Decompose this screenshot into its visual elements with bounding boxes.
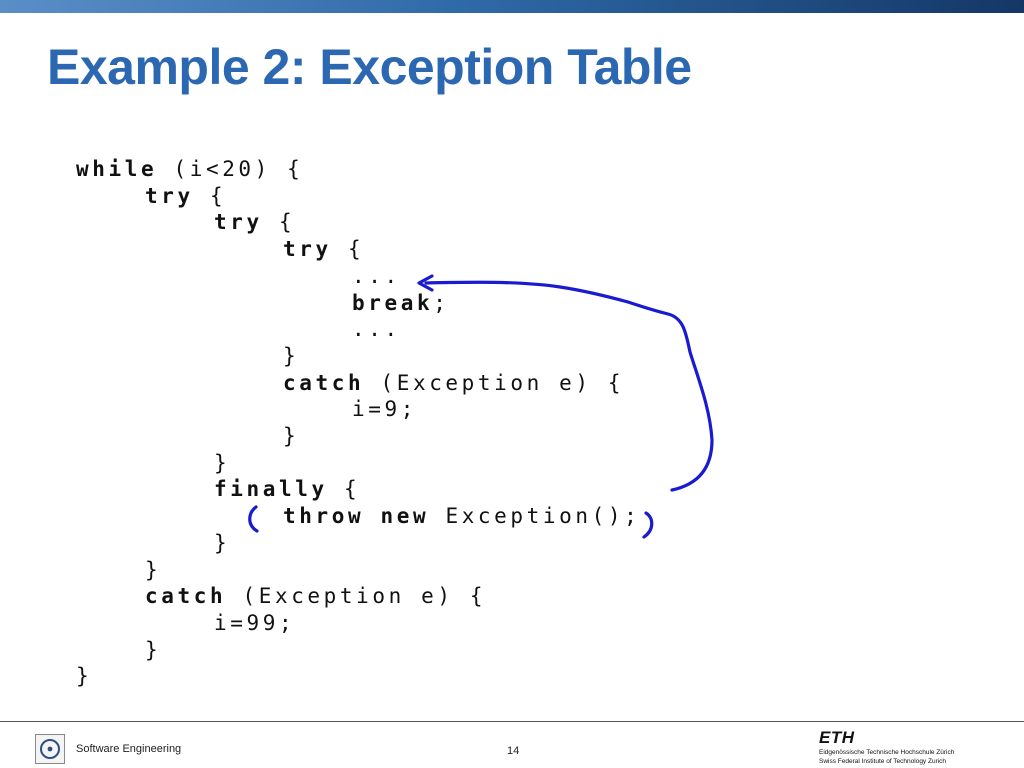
code-text: { bbox=[193, 183, 227, 208]
code-line: try { bbox=[283, 236, 364, 262]
code-keyword: throw new bbox=[283, 504, 430, 529]
code-line: break; bbox=[352, 290, 449, 316]
code-text: { bbox=[331, 237, 365, 262]
code-line: } bbox=[145, 637, 161, 663]
code-keyword: break bbox=[352, 290, 434, 315]
code-line: while (i<20) { bbox=[76, 156, 303, 182]
institution-name-en: Swiss Federal Institute of Technology Zu… bbox=[819, 758, 947, 765]
code-text: i=99; bbox=[214, 610, 296, 635]
slide-title: Example 2: Exception Table bbox=[47, 39, 692, 95]
code-line: finally { bbox=[214, 476, 360, 502]
footer-divider bbox=[0, 721, 1024, 722]
code-line: try { bbox=[214, 209, 295, 235]
code-text: ; bbox=[433, 290, 450, 315]
code-line: } bbox=[214, 530, 230, 556]
code-text: { bbox=[262, 210, 296, 235]
right-paren-mark-icon bbox=[642, 511, 654, 539]
course-logo-icon bbox=[35, 734, 65, 764]
code-line: } bbox=[214, 450, 230, 476]
code-line: } bbox=[145, 557, 161, 583]
code-line: ... bbox=[352, 316, 401, 342]
code-text: ... bbox=[352, 317, 401, 342]
footer-course-name: Software Engineering bbox=[76, 743, 182, 755]
code-text: ... bbox=[352, 263, 401, 288]
code-keyword: catch bbox=[283, 370, 365, 395]
code-line: catch (Exception e) { bbox=[145, 583, 486, 609]
code-line: i=99; bbox=[214, 610, 295, 636]
code-line: throw new Exception(); bbox=[283, 503, 640, 529]
code-keyword: try bbox=[145, 183, 194, 208]
code-line: ... bbox=[352, 263, 401, 289]
code-text: i=9; bbox=[352, 397, 417, 422]
page-number: 14 bbox=[507, 745, 520, 757]
code-keyword: while bbox=[76, 157, 158, 181]
code-text: (i<20) { bbox=[157, 157, 304, 181]
code-keyword: try bbox=[214, 210, 263, 235]
code-line: } bbox=[76, 663, 92, 689]
code-line: try { bbox=[145, 183, 226, 209]
arrow-head-icon bbox=[417, 274, 434, 292]
code-text: } bbox=[145, 637, 162, 662]
code-text: } bbox=[214, 450, 231, 475]
code-text: } bbox=[283, 424, 300, 448]
code-keyword: finally bbox=[214, 477, 328, 502]
code-text: (Exception e) { bbox=[364, 370, 625, 395]
code-line: } bbox=[283, 423, 299, 449]
code-line: catch (Exception e) { bbox=[283, 370, 624, 396]
institution-name-de: Eidgenössische Technische Hochschule Zür… bbox=[819, 749, 955, 756]
code-text: } bbox=[214, 530, 231, 555]
code-text: { bbox=[327, 477, 361, 502]
code-line: } bbox=[283, 343, 299, 369]
eth-logo: ETH bbox=[819, 728, 855, 747]
left-paren-mark-icon bbox=[248, 505, 259, 533]
code-text: } bbox=[283, 343, 300, 368]
code-line: i=9; bbox=[352, 396, 417, 422]
code-text: Exception(); bbox=[429, 504, 641, 529]
code-text: } bbox=[76, 664, 93, 689]
code-keyword: try bbox=[283, 237, 332, 262]
code-text: } bbox=[145, 557, 162, 582]
header-bar bbox=[0, 0, 1024, 13]
code-text: (Exception e) { bbox=[226, 584, 487, 609]
code-keyword: catch bbox=[145, 584, 227, 609]
